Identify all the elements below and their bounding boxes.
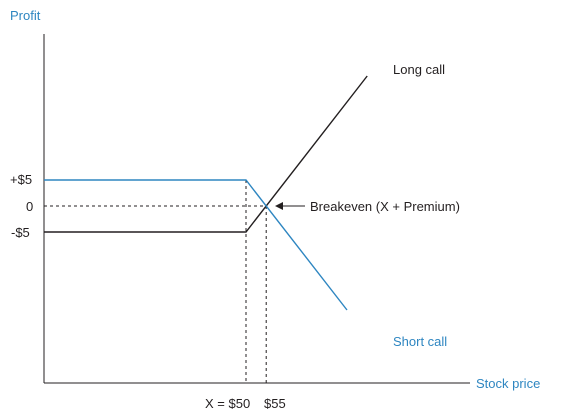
- series-label-long-call: Long call: [393, 62, 445, 77]
- y-tick-label: -$5: [11, 225, 30, 240]
- series-label-short-call: Short call: [393, 334, 447, 349]
- x-tick-label-breakeven: $55: [264, 396, 286, 411]
- x-tick-label-strike: X = $50: [205, 396, 250, 411]
- series-line-long-call: [44, 75, 368, 233]
- x-axis-label: Stock price: [476, 376, 540, 391]
- y-tick-label: 0: [26, 199, 33, 214]
- y-tick-label: +$5: [10, 172, 32, 187]
- breakeven-annotation: Breakeven (X + Premium): [310, 199, 460, 214]
- y-axis-label: Profit: [10, 8, 41, 23]
- series-line-short-call: [44, 179, 348, 311]
